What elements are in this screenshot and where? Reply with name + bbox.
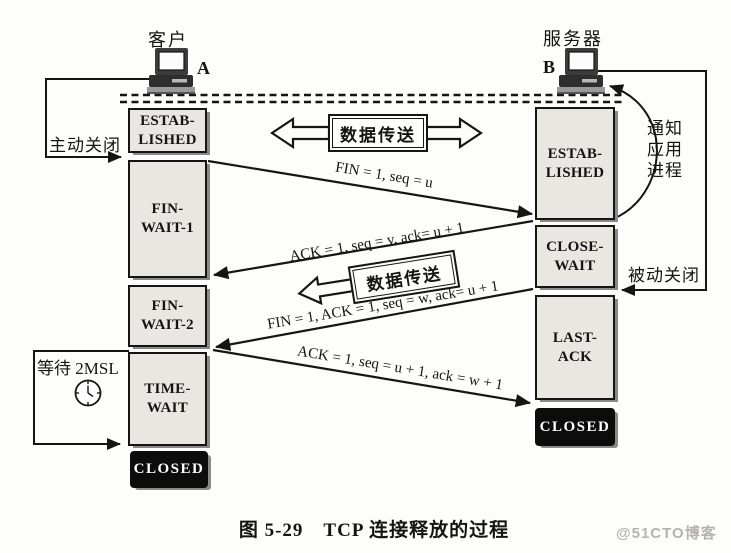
active-close-note: 主动关闭 bbox=[49, 136, 121, 155]
notify-app-note: 通知 应用 进程 bbox=[647, 119, 683, 180]
client-state-time-wait: TIME- WAIT bbox=[128, 352, 207, 446]
data-transfer-label-top: 数据传送 bbox=[332, 118, 424, 148]
figure-caption: 图 5-29 TCP 连接释放的过程 bbox=[238, 520, 510, 541]
server-state-last-ack: LAST- ACK bbox=[535, 295, 615, 400]
watermark: @51CTO博客 bbox=[616, 525, 717, 542]
wait-2msl-note: 等待 2MSL bbox=[37, 359, 119, 378]
client-state-established: ESTAB- LISHED bbox=[128, 108, 207, 153]
client-state-fin-wait-2: FIN- WAIT-2 bbox=[128, 285, 207, 347]
data-transfer-right-arrow bbox=[424, 116, 483, 150]
server-host-label: B bbox=[543, 57, 556, 77]
fin-arrow bbox=[207, 159, 534, 219]
server-state-closed: CLOSED bbox=[535, 408, 615, 446]
wait-2msl-bracket bbox=[33, 350, 129, 450]
passive-close-note: 被动关闭 bbox=[628, 266, 700, 285]
dashed-link-lines bbox=[120, 93, 623, 104]
active-close-bracket bbox=[45, 78, 150, 163]
fin-ack-arrow bbox=[214, 287, 534, 351]
notify-app-curve-arrow bbox=[609, 84, 658, 220]
data-transfer2-left-arrow bbox=[297, 275, 354, 306]
passive-close-bracket bbox=[592, 70, 707, 296]
client-state-fin-wait-1: FIN- WAIT-1 bbox=[128, 160, 207, 278]
client-title: 客户 bbox=[148, 30, 188, 50]
client-host-label: A bbox=[197, 58, 210, 78]
server-title: 服务器 bbox=[543, 29, 603, 49]
client-computer-icon bbox=[147, 48, 195, 94]
clock-icon bbox=[74, 379, 102, 407]
data-transfer-left-arrow bbox=[270, 116, 331, 150]
ack-of-fin-arrow bbox=[212, 219, 534, 280]
server-state-close-wait: CLOSE- WAIT bbox=[535, 225, 615, 288]
server-computer-icon bbox=[557, 48, 605, 94]
final-ack-arrow bbox=[212, 348, 532, 408]
data-transfer-box-top: 数据传送 bbox=[328, 114, 428, 152]
client-state-closed: CLOSED bbox=[130, 451, 208, 488]
server-state-established: ESTAB- LISHED bbox=[535, 107, 615, 220]
